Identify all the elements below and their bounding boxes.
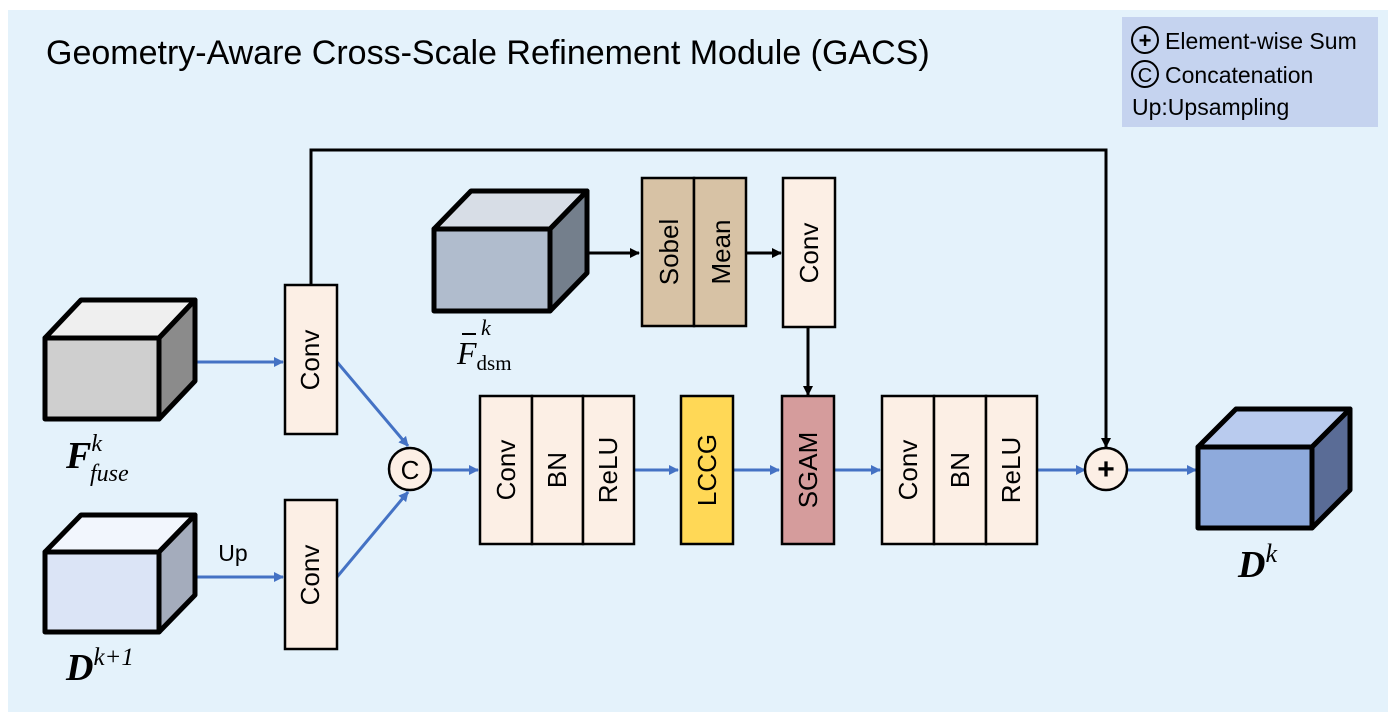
conv-dsm-label: Conv: [794, 223, 824, 284]
sum-circle: [1083, 446, 1129, 492]
conv-bottom-label: Conv: [295, 545, 325, 606]
concat-circle: [387, 446, 433, 492]
sgam-block: SGAM: [780, 394, 836, 546]
conv-dsm-box: [781, 176, 837, 329]
sgam-box: [780, 394, 836, 546]
ffuse-label-sub: fuse: [90, 461, 129, 487]
arrow-skip-connection: [309, 148, 1111, 448]
stage2-conv-box: [880, 394, 936, 546]
legend: + Element-wise Sum C Concatenation Up:Up…: [1122, 17, 1378, 127]
stage2-bn-label: BN: [945, 452, 975, 488]
up-edge-label: Up: [218, 540, 247, 566]
ffuse-cube: [42, 297, 198, 422]
stage1-bn-label: BN: [542, 452, 572, 488]
up-legend-label: Up:Upsampling: [1132, 94, 1289, 120]
mean-box: [692, 176, 748, 328]
conv-bottom-block: Conv: [283, 498, 339, 651]
dnext-label-main: D: [65, 647, 93, 689]
ffuse-cube-front: [42, 335, 162, 422]
stage1-relu-box: [581, 394, 636, 546]
conv-top-label: Conv: [295, 330, 325, 391]
output-cube-front: [1195, 444, 1315, 531]
legend-sum-entry: + Element-wise Sum: [1131, 26, 1357, 54]
concat-node: C: [387, 446, 433, 492]
lccg-block: LCCG: [679, 394, 735, 546]
stage1-relu-label: ReLU: [593, 437, 623, 503]
arrow-conv-bottom-to-concat: [335, 491, 410, 578]
sum-symbol: +: [1097, 453, 1115, 486]
lccg-label: LCCG: [692, 434, 722, 506]
diagram-title: Geometry-Aware Cross-Scale Refinement Mo…: [46, 34, 930, 72]
stage2-block: Conv BN ReLU: [880, 394, 1039, 546]
output-label-sup: k: [1265, 539, 1277, 568]
ffuse-label: Fk fuse: [65, 431, 129, 487]
output-label-main: D: [1237, 544, 1265, 586]
legend-box: [1122, 17, 1378, 127]
stage2-relu-label: ReLU: [996, 437, 1026, 503]
sgam-label: SGAM: [793, 432, 823, 509]
mean-label: Mean: [706, 219, 736, 284]
sobel-label: Sobel: [654, 219, 684, 286]
conv-bottom-box: [283, 498, 339, 651]
stage1-conv-label: Conv: [491, 440, 521, 501]
ffuse-label-sup: k: [91, 431, 102, 457]
output-cube: [1195, 406, 1353, 531]
fdsm-cube-front: [431, 226, 553, 314]
concat-legend-icon: [1131, 60, 1159, 88]
fdsm-label-main: F: [456, 335, 477, 371]
stage2-conv-label: Conv: [893, 440, 923, 501]
fdsm-cube: [431, 188, 590, 314]
stage1-block: Conv BN ReLU: [478, 394, 636, 546]
dnext-cube: [42, 512, 198, 635]
lccg-box: [679, 394, 735, 546]
sobel-box: [640, 176, 696, 328]
sum-legend-icon: [1131, 26, 1159, 54]
conv-top-box: [283, 283, 339, 436]
dnext-cube-front: [42, 549, 162, 635]
concat-legend-symbol: C: [1138, 65, 1152, 87]
concat-symbol: C: [401, 455, 420, 485]
fdsm-label-sup: k: [481, 315, 492, 340]
conv-top-block: Conv: [283, 283, 339, 436]
output-label: Dk: [1237, 539, 1277, 586]
sobel-mean-block: Sobel Mean: [640, 176, 748, 328]
legend-concat-entry: C Concatenation: [1131, 60, 1313, 88]
sum-node: +: [1083, 446, 1129, 492]
dnext-label: Dk+1: [65, 644, 134, 689]
dnext-label-sup: k+1: [93, 644, 133, 671]
stage1-bn-box: [530, 394, 585, 546]
conv-dsm-block: Conv: [781, 176, 837, 329]
fdsm-label-text: Fdsm: [456, 335, 512, 375]
sum-legend-label: Element-wise Sum: [1165, 28, 1357, 54]
sum-legend-symbol: +: [1139, 28, 1152, 53]
ffuse-label-main: F: [65, 435, 91, 477]
arrow-conv-top-to-concat: [335, 361, 410, 447]
fdsm-label: Fdsm k: [456, 315, 512, 375]
concat-legend-label: Concatenation: [1165, 62, 1313, 88]
fdsm-label-sub: dsm: [477, 351, 512, 375]
stage2-relu-box: [984, 394, 1039, 546]
